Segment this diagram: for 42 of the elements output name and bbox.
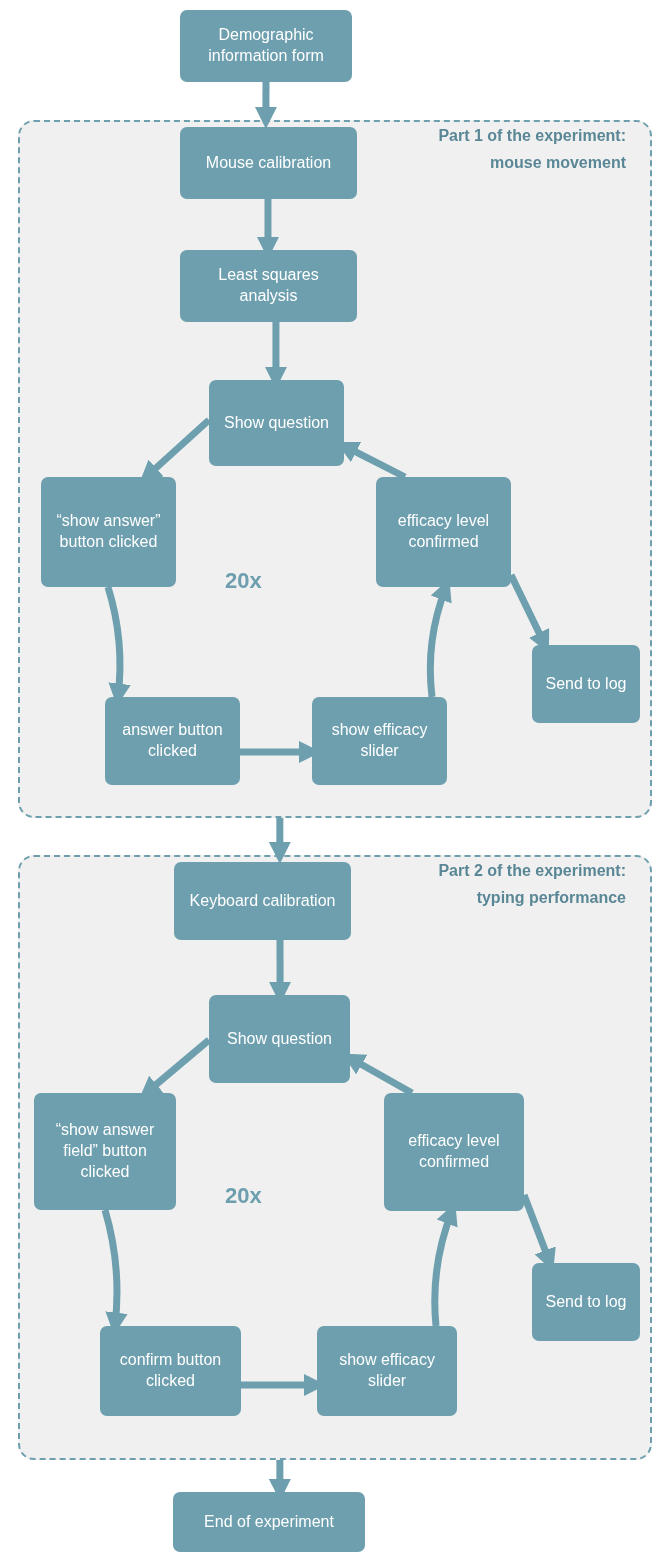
process-box: [312, 697, 447, 785]
process-box: [173, 1492, 365, 1552]
repeat-count: 20x: [225, 1183, 262, 1209]
box-label: Send to log: [545, 673, 627, 694]
box-label: efficacy level confirmed: [407, 1131, 501, 1172]
box-label: show efficacy slider: [338, 1350, 436, 1391]
process-box: [209, 995, 350, 1083]
box-label: efficacy level confirmed: [396, 511, 491, 552]
process-box: [180, 10, 352, 82]
box-label: Demographic information form: [207, 25, 325, 66]
box-label: show efficacy slider: [330, 720, 429, 761]
process-box: [180, 250, 357, 322]
process-box: [174, 862, 351, 940]
process-box: [180, 127, 357, 199]
box-label: Show question: [224, 412, 329, 433]
section-heading: Part 2 of the experiment: typing performance: [437, 861, 626, 909]
process-box: [105, 697, 240, 785]
box-label: Show question: [227, 1028, 332, 1049]
group-panel: [18, 120, 652, 818]
process-box: [384, 1093, 524, 1211]
process-box: [34, 1093, 176, 1210]
repeat-count: 20x: [225, 568, 262, 594]
process-box: [209, 380, 344, 466]
box-label: Keyboard calibration: [189, 890, 336, 911]
process-box: [41, 477, 176, 587]
process-box: [532, 645, 640, 723]
box-label: confirm button clicked: [118, 1350, 223, 1391]
process-box: [100, 1326, 241, 1416]
box-label: “show answer field” button clicked: [54, 1120, 156, 1182]
box-label: “show answer” button clicked: [55, 511, 162, 552]
box-label: End of experiment: [204, 1511, 334, 1532]
box-label: answer button clicked: [121, 720, 224, 761]
group-panel: [18, 855, 652, 1460]
box-label: Send to log: [545, 1291, 627, 1312]
process-box: [376, 477, 511, 587]
arrow: [254, 82, 278, 129]
process-box: [317, 1326, 457, 1416]
box-label: Mouse calibration: [205, 152, 332, 173]
section-heading: Part 1 of the experiment: mouse movement: [437, 126, 626, 174]
box-label: Least squares analysis: [217, 265, 320, 306]
arrow: [268, 818, 292, 864]
process-box: [532, 1263, 640, 1341]
